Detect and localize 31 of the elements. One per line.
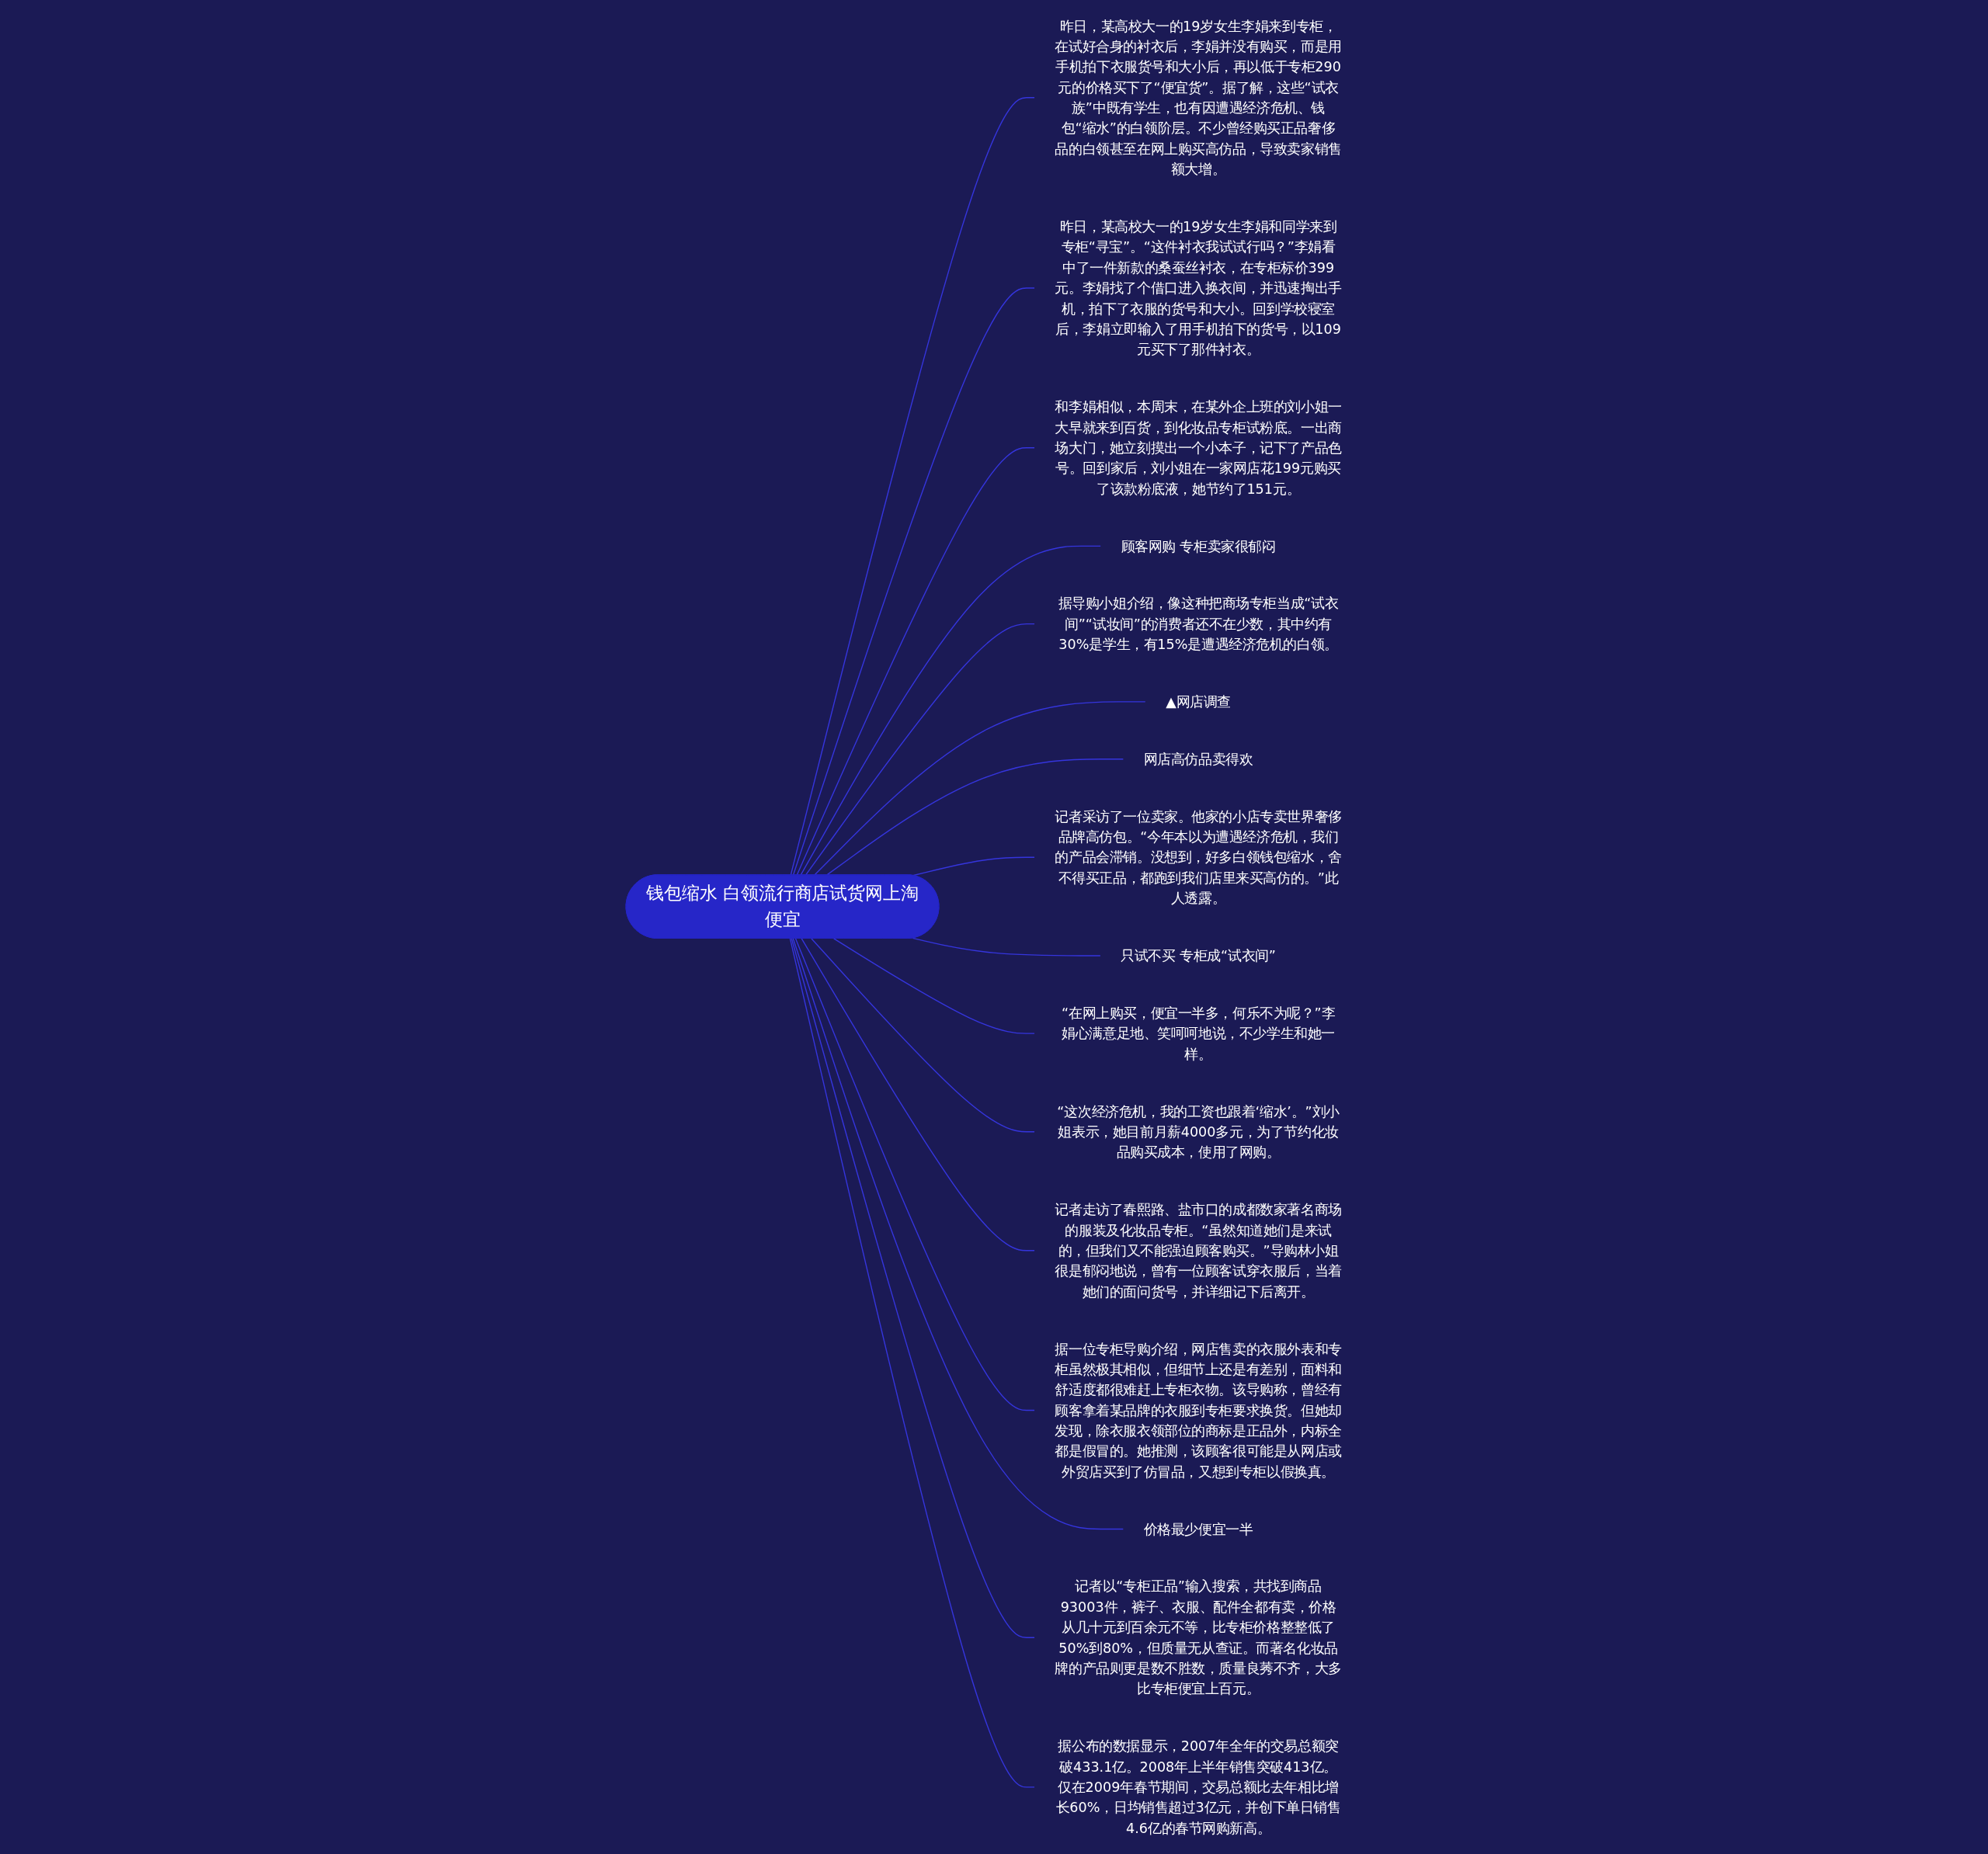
connector (791, 938, 1035, 1638)
connector (801, 938, 1035, 1252)
connector (912, 937, 1101, 957)
node-text: 昨日，某高校大一的19岁女生李娟来到专柜，在试好合身的衬衣后，李娟并没有购买，而是用手机拍下衣服货号和大小后，再以低于专柜290元的价格买下了“便宜货”。据了解，这些“试衣族”中既有学生，也有因遭遇经济危机、钱包“缩水”的白领阶层。不少曾经购买正品奢侈品的白领甚至在网上购买高仿品，导致卖家销售额大增。 (1055, 17, 1342, 178)
connector (796, 447, 1035, 876)
node-text: “在网上购买，便宜一半多，何乐不为呢？”李娟心满意足地、笑呵呵地说，不少学生和她一样。 (1061, 1005, 1336, 1063)
node-text: 价格最少便宜一半 (1143, 1520, 1253, 1538)
node-text: 和李娟相似，本周末，在某外企上班的刘小姐一大早就来到百货，到化妆品专柜试粉底。一出商场大门，她立刻摸出一个小本子，记下了产品色号。回到家后，刘小姐在一家网店花199元购买了该款粉底液，她节约了151元。 (1055, 398, 1342, 498)
node-text: 据导购小姐介绍，像这种把商场专柜当成“试衣间”“试妆间”的消费者还不在少数，其中约有30%是学生，有15%是遭遇经济危机的白领。 (1058, 595, 1339, 653)
node-text: ▲网店调查 (1166, 693, 1231, 710)
connector (792, 287, 1035, 876)
node-text: 只试不买 专柜成“试衣间” (1121, 947, 1276, 964)
node-text: 据一位专柜导购介绍，网店售卖的衣服外表和专柜虽然极其相似，但细节上还是有差别，面料和舒适度都很难赶上专柜衣物。该导购称，曾经有顾客拿着某品牌的衣服到专柜要求换货。但她却发现，除衣服衣领部位的商标是正品外，内标全都是假冒的。她推测，该顾客很可能是从网店或外贸店买到了仿冒品，又想到专柜以假换真。 (1055, 1340, 1342, 1481)
node-text: 据公布的数据显示，2007年全年的交易总额突破433.1亿。2008年上半年销售突破413亿。仅在2009年春节期间，交易总额比去年相比增长60%，日均销售超过3亿元，并创下单日销售4.6亿的春节网购新高。 (1055, 1738, 1341, 1837)
connector (825, 759, 1124, 876)
node-text: 记者以“专柜正品”输入搜索，共找到商品93003件，裤子、衣服、配件全都有卖，价格从几十元到百余元不等，比专柜价格整整低了50%到80%，但质量无从查证。而著名化妆品牌的产品则更是数不胜数，质量良莠不齐，大多比专柜便宜上百元。 (1055, 1578, 1342, 1697)
connector (800, 545, 1101, 876)
node-text: 记者采访了一位卖家。他家的小店专卖世界奢侈品牌高仿包。“今年本以为遭遇经济危机，我们的产品会滞销。没想到，好多白领钱包缩水，舍不得买正品，都跑到我们店里来买高仿的。”此人透露。 (1055, 808, 1342, 907)
connector (792, 938, 1124, 1530)
connector (813, 701, 1146, 876)
node-text: 昨日，某高校大一的19岁女生李娟和同学来到专柜“寻宝”。“这件衬衣我试试行吗？”李娟看中了一件新款的桑蚕丝衬衣，在专柜标价399元。李娟找了个借口进入换衣间，并迅速掏出手机，拍下了衣服的货号和大小。回到学校寝室后，李娟立即输入了用手机拍下的货号，以109元买下了那件衬衣。 (1055, 218, 1342, 358)
node-text: 顾客网购 专柜卖家很郁闷 (1121, 537, 1276, 554)
connector (790, 97, 1035, 876)
connector (811, 938, 1035, 1133)
node-text: “这次经济危机，我的工资也跟着‘缩水’。”刘小姐表示，她目前月薪4000多元，为了节约化妆品购买成本，使用了网购。 (1057, 1102, 1340, 1161)
node-text: 网店高仿品卖得欢 (1143, 751, 1253, 768)
connector (805, 623, 1035, 876)
connector (832, 938, 1035, 1034)
connector (794, 938, 1035, 1411)
node-text: 记者走访了春熙路、盐市口的成都数家著名商场的服装及化妆品专柜。“虽然知道她们是来试的，但我们又不能强迫顾客购买。”导购林小姐很是郁闷地说，曾有一位顾客试穿衣服后，当着她们的面问货号，并详细记下后离开。 (1055, 1201, 1342, 1300)
connector (789, 938, 1035, 1788)
